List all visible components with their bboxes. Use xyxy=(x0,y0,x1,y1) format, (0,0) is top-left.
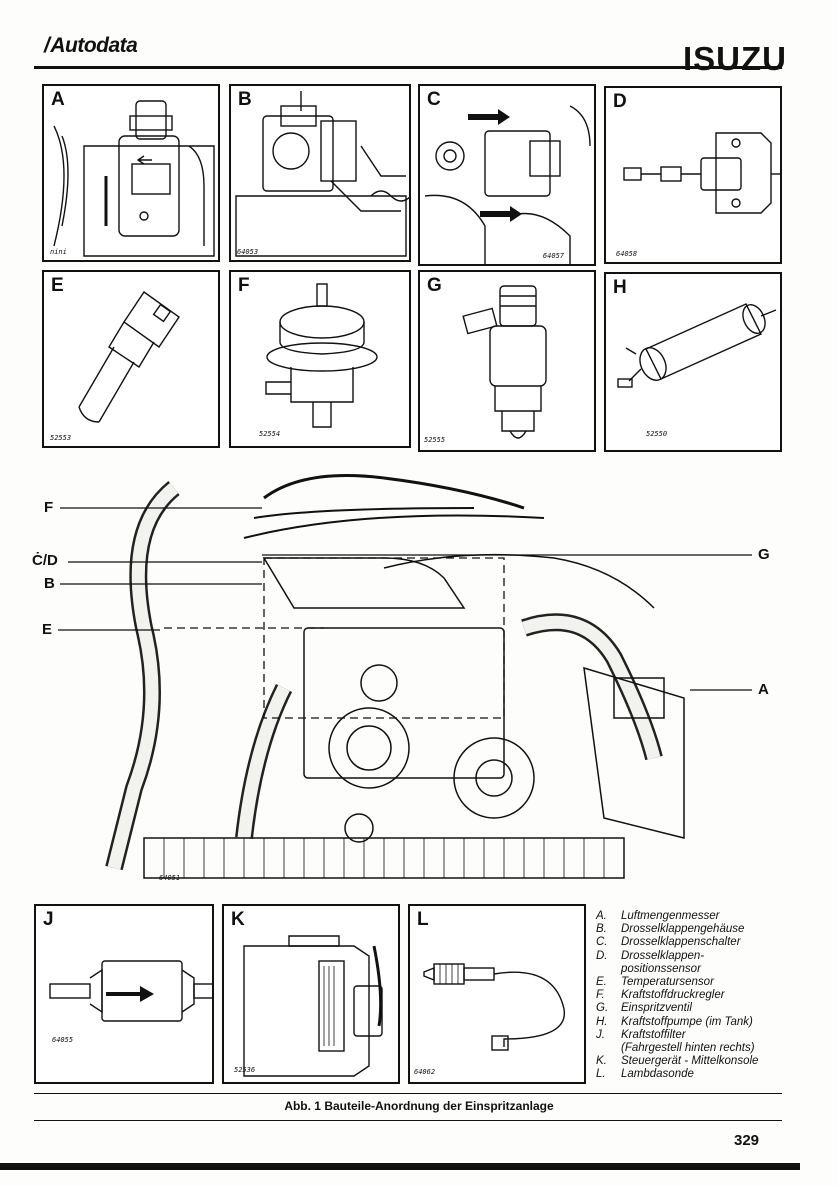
fuel-injector-illustration xyxy=(462,285,547,439)
panel-g: G 52555 xyxy=(418,270,596,452)
panel-label: D xyxy=(613,91,627,112)
figure-reference: 64055 xyxy=(52,1036,74,1044)
panel-label: G xyxy=(427,275,442,296)
legend-item: B.Drosselklappengehäuse xyxy=(596,923,745,936)
throttle-position-sensor-illustration xyxy=(623,132,780,214)
panel-label: A xyxy=(51,89,65,110)
component-legend: A.Luftmengenmesser B.Drosselklappengehäu… xyxy=(596,910,816,1082)
ecu-illustration xyxy=(243,935,383,1077)
vehicle-make: ISUZU xyxy=(683,40,787,77)
figure-reference: 64053 xyxy=(237,248,259,256)
panel-b: B 64053 xyxy=(229,84,411,262)
callout-a: A xyxy=(758,681,769,698)
panel-label: J xyxy=(43,909,54,930)
engine-bay-diagram: 64051 xyxy=(104,458,710,890)
page-number: 329 xyxy=(734,1132,760,1149)
legend-item: H.Kraftstoffpumpe (im Tank) xyxy=(596,1015,753,1028)
panel-c: C 64057 xyxy=(418,84,596,266)
figure-caption: Abb. 1 Bauteile-Anordnung der Einspritza… xyxy=(284,1099,554,1113)
legend-item: D.Drosselklappen- xyxy=(596,949,705,962)
panel-label: E xyxy=(51,275,64,296)
legend-item: positionssensor xyxy=(621,962,701,975)
panel-label: K xyxy=(231,909,245,930)
figure-reference: 52555 xyxy=(424,436,446,444)
header-rule xyxy=(34,66,782,69)
footer-bar xyxy=(0,1163,800,1170)
legend-item: L.Lambdasonde xyxy=(596,1068,694,1081)
figure-reference: 64051 xyxy=(159,874,181,882)
panel-j: J 64055 xyxy=(34,904,214,1084)
lambda-sensor-illustration xyxy=(423,963,565,1051)
air-flow-meter-illustration xyxy=(53,100,215,257)
legend-item: J.Kraftstoffilter xyxy=(596,1028,686,1041)
panel-a: A nini xyxy=(42,84,220,262)
throttle-body-illustration xyxy=(235,91,409,257)
panel-label: L xyxy=(417,909,429,930)
figure-reference: nini xyxy=(50,248,67,256)
legend-item: F.Kraftstoffdruckregler xyxy=(596,989,725,1002)
temperature-sensor-illustration xyxy=(78,291,180,423)
fuel-pressure-regulator-illustration xyxy=(265,283,378,428)
callout-c-d: Ċ/D xyxy=(32,552,58,569)
figure-reference: 52554 xyxy=(259,430,281,438)
callout-b: B xyxy=(44,575,55,592)
legend-item: G.Einspritzventil xyxy=(596,1002,692,1015)
panel-label: B xyxy=(238,89,252,110)
caption-rule xyxy=(34,1093,782,1094)
legend-item: K.Steuergerät - Mittelkonsole xyxy=(596,1055,759,1068)
legend-item: E.Temperatursensor xyxy=(596,976,714,989)
callout-e: E xyxy=(42,621,53,638)
fuel-pump-illustration xyxy=(617,303,777,388)
figure-reference: 64057 xyxy=(542,252,564,260)
panel-label: F xyxy=(238,275,250,296)
legend-item: A.Luftmengenmesser xyxy=(596,910,720,922)
figure-reference: 52553 xyxy=(50,434,72,442)
figure-reference: 52536 xyxy=(234,1066,256,1074)
throttle-switch-illustration xyxy=(424,105,591,264)
callout-f: F xyxy=(44,499,54,516)
panel-h: H 52550 xyxy=(604,272,782,452)
fuel-filter-illustration xyxy=(49,960,212,1022)
legend-item: C.Drosselklappenschalter xyxy=(596,936,741,949)
figure-reference: 52550 xyxy=(646,430,668,438)
panel-k: K 52536 xyxy=(222,904,400,1084)
panel-d: D 64058 xyxy=(604,86,782,264)
engine-bay-illustration xyxy=(105,474,685,879)
panel-e: E 52553 xyxy=(42,270,220,448)
panel-f: F 52554 xyxy=(229,270,411,448)
panel-label: H xyxy=(613,277,627,298)
footer-rule xyxy=(34,1120,782,1121)
figure-reference: 64058 xyxy=(616,250,638,258)
callout-g: G xyxy=(758,546,770,563)
figure-reference: 64062 xyxy=(414,1068,436,1076)
panel-label: C xyxy=(427,89,441,110)
legend-item: (Fahrgestell hinten rechts) xyxy=(621,1042,755,1055)
panel-l: L 64062 xyxy=(408,904,586,1084)
brand-logo: Autodata xyxy=(44,34,138,58)
